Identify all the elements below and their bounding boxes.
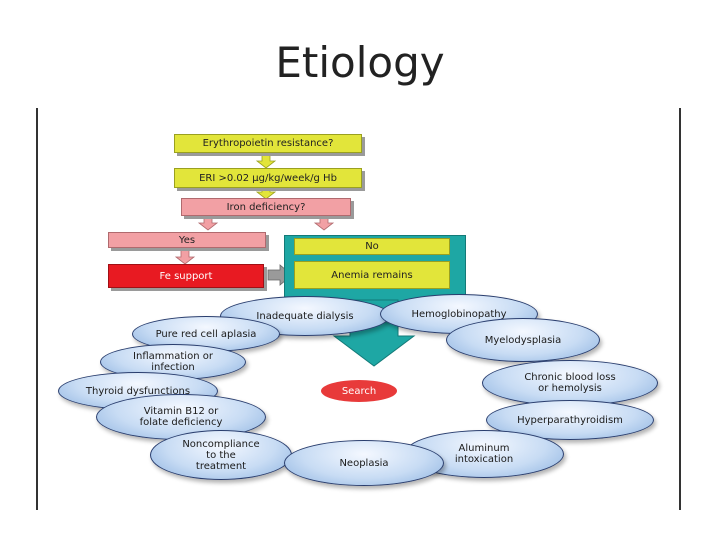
iron-deficiency-label: Iron deficiency? xyxy=(226,201,306,213)
arrow-2 xyxy=(255,187,277,200)
cause-neoplasia-label: Neoplasia xyxy=(339,457,389,469)
eri-label: ERI >0.02 μg/kg/week/g Hb xyxy=(199,172,337,184)
yes-box: Yes xyxy=(108,232,266,248)
arrow-yes xyxy=(197,215,219,231)
iron-deficiency-box: Iron deficiency? xyxy=(181,198,351,216)
arrow-fe xyxy=(174,247,196,265)
fe-support-label: Fe support xyxy=(159,270,213,282)
right-divider xyxy=(679,108,681,510)
anemia-remains-label: Anemia remains xyxy=(331,269,413,281)
cause-noncompliance-label: Noncompliance to the treatment xyxy=(182,438,260,472)
cause-myelodysplasia: Myelodysplasia xyxy=(446,318,600,362)
epo-resistance-label: Erythropoietin resistance? xyxy=(202,138,334,149)
search-label: Search xyxy=(341,385,377,397)
yes-label: Yes xyxy=(178,234,196,246)
cause-hemoglobinopathy-label: Hemoglobinopathy xyxy=(411,308,507,320)
cause-thyroid-label: Thyroid dysfunctions xyxy=(85,385,191,397)
cause-neoplasia: Neoplasia xyxy=(284,440,444,486)
cause-chronic-blood-loss: Chronic blood loss or hemolysis xyxy=(482,360,658,406)
no-box: No xyxy=(294,238,450,255)
cause-aluminum-label: Aluminum intoxication xyxy=(454,443,514,465)
cause-hyperparathyroidism-label: Hyperparathyroidism xyxy=(517,414,623,426)
eri-box: ERI >0.02 μg/kg/week/g Hb xyxy=(174,168,362,188)
epo-resistance-box: Erythropoietin resistance? xyxy=(174,134,362,153)
cause-inflammation-label: Inflammation or infection xyxy=(133,351,213,373)
arrow-no xyxy=(313,215,335,231)
slide-title: Etiology xyxy=(275,38,445,87)
left-divider xyxy=(36,108,38,510)
no-label: No xyxy=(365,241,379,252)
cause-pure-red-cell-aplasia-label: Pure red cell aplasia xyxy=(155,328,257,340)
search-ellipse: Search xyxy=(321,380,397,402)
cause-inadequate-dialysis-label: Inadequate dialysis xyxy=(256,310,354,322)
cause-chronic-blood-loss-label: Chronic blood loss or hemolysis xyxy=(524,372,616,394)
anemia-remains-box: Anemia remains xyxy=(294,261,450,289)
cause-noncompliance: Noncompliance to the treatment xyxy=(150,430,292,480)
fe-support-box: Fe support xyxy=(108,264,264,288)
cause-myelodysplasia-label: Myelodysplasia xyxy=(484,334,562,346)
cause-vitamin-b12-label: Vitamin B12 or folate deficiency xyxy=(139,406,223,428)
arrow-1 xyxy=(255,152,277,169)
